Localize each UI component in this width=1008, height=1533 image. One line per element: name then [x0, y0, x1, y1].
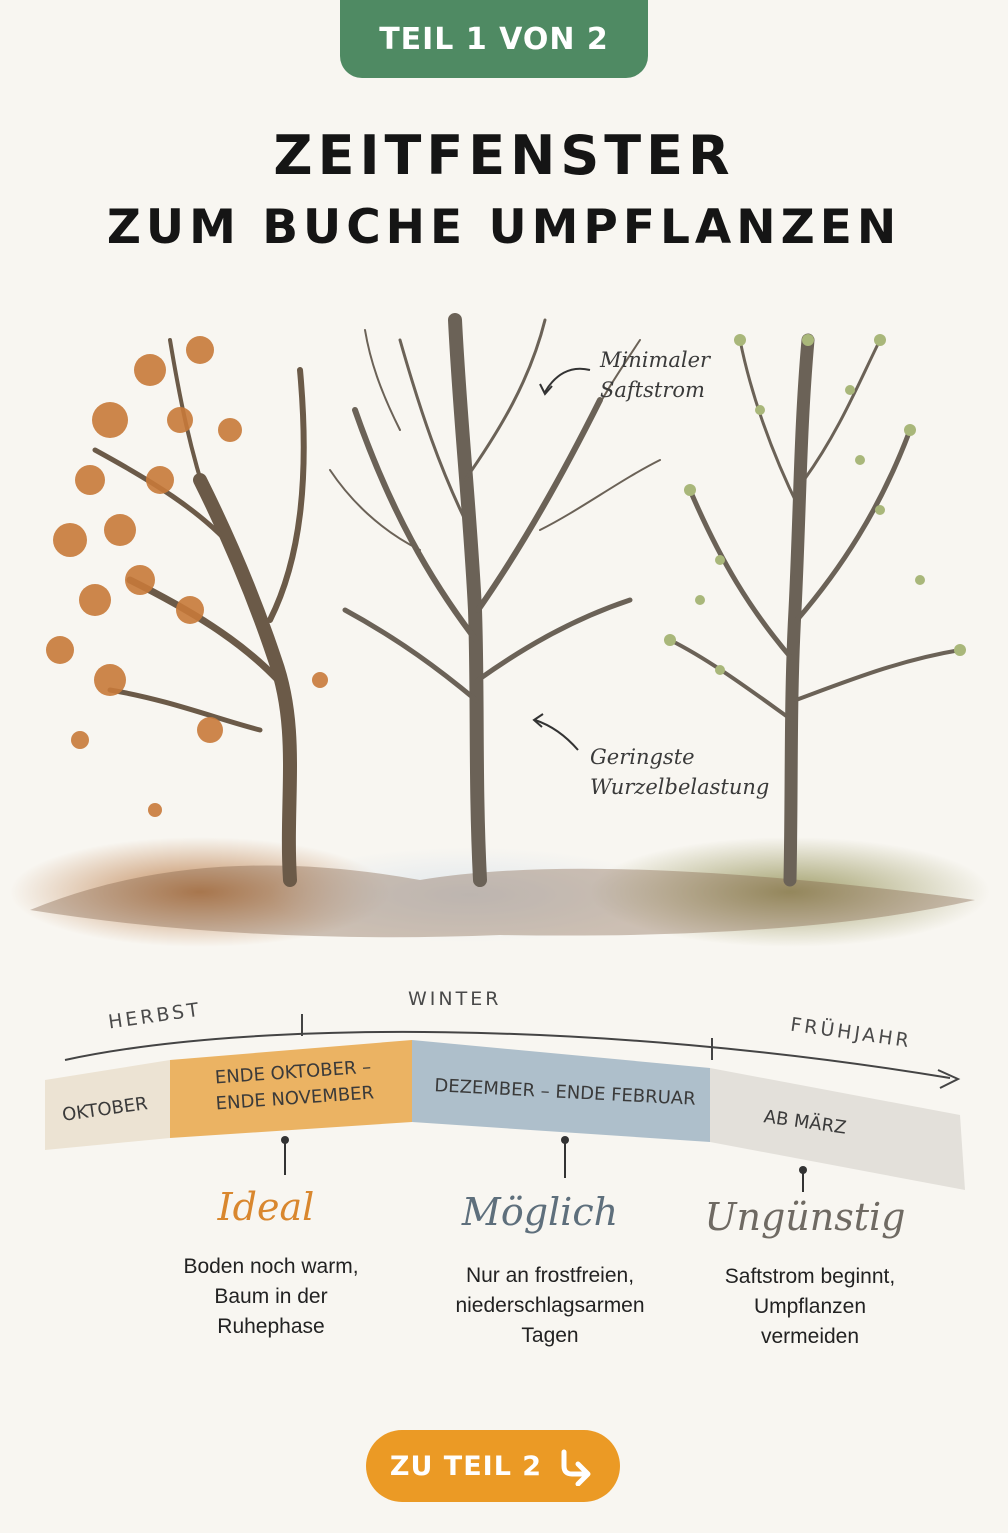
- season-winter: WINTER: [408, 988, 502, 1010]
- segment-ende-oktober: [170, 1040, 412, 1138]
- spring-tree: [664, 333, 966, 887]
- part-badge: TEIL 1 VON 2: [340, 0, 648, 78]
- next-part-button[interactable]: ZU TEIL 2: [366, 1430, 620, 1502]
- arrow-down-right-icon: [561, 1449, 591, 1486]
- wurzel-arrow: [534, 719, 579, 751]
- verdict-moeglich-title: Möglich: [461, 1190, 619, 1234]
- verdict-unguenstig-title: Ungünstig: [704, 1195, 906, 1239]
- saftstrom-annotation: Minimaler Saftstrom: [600, 348, 711, 402]
- axis-arrowhead: [937, 1069, 961, 1089]
- autumn-tree: [46, 336, 328, 887]
- season-axis: [64, 1030, 951, 1079]
- verdict-moeglich-text: Nur an frostfreien, niederschlagsarmen T…: [455, 1264, 645, 1347]
- wurzel-annotation: Geringste Wurzelbelastung: [590, 745, 770, 799]
- timeline: [45, 1014, 965, 1192]
- segment-maerz: [710, 1068, 965, 1190]
- page-title-line2: ZUM BUCHE UMPFLANZEN: [106, 200, 902, 255]
- segment-dezember: [412, 1040, 710, 1142]
- segment-oktober: [45, 1060, 170, 1150]
- trees-illustration: [10, 313, 990, 947]
- verdict-ideal-text: Boden noch warm, Baum in der Ruhephase: [183, 1255, 359, 1338]
- page-title-line1: ZEITFENSTER: [273, 124, 735, 187]
- verdict-unguenstig-text: Saftstrom beginnt, Umpflanzen vermeiden: [724, 1265, 896, 1348]
- verdict-ideal-title: Ideal: [217, 1185, 315, 1229]
- winter-tree: [329, 313, 661, 887]
- saftstrom-arrow: [544, 367, 591, 393]
- next-part-label: ZU TEIL 2: [389, 1450, 543, 1482]
- ground: [10, 837, 990, 947]
